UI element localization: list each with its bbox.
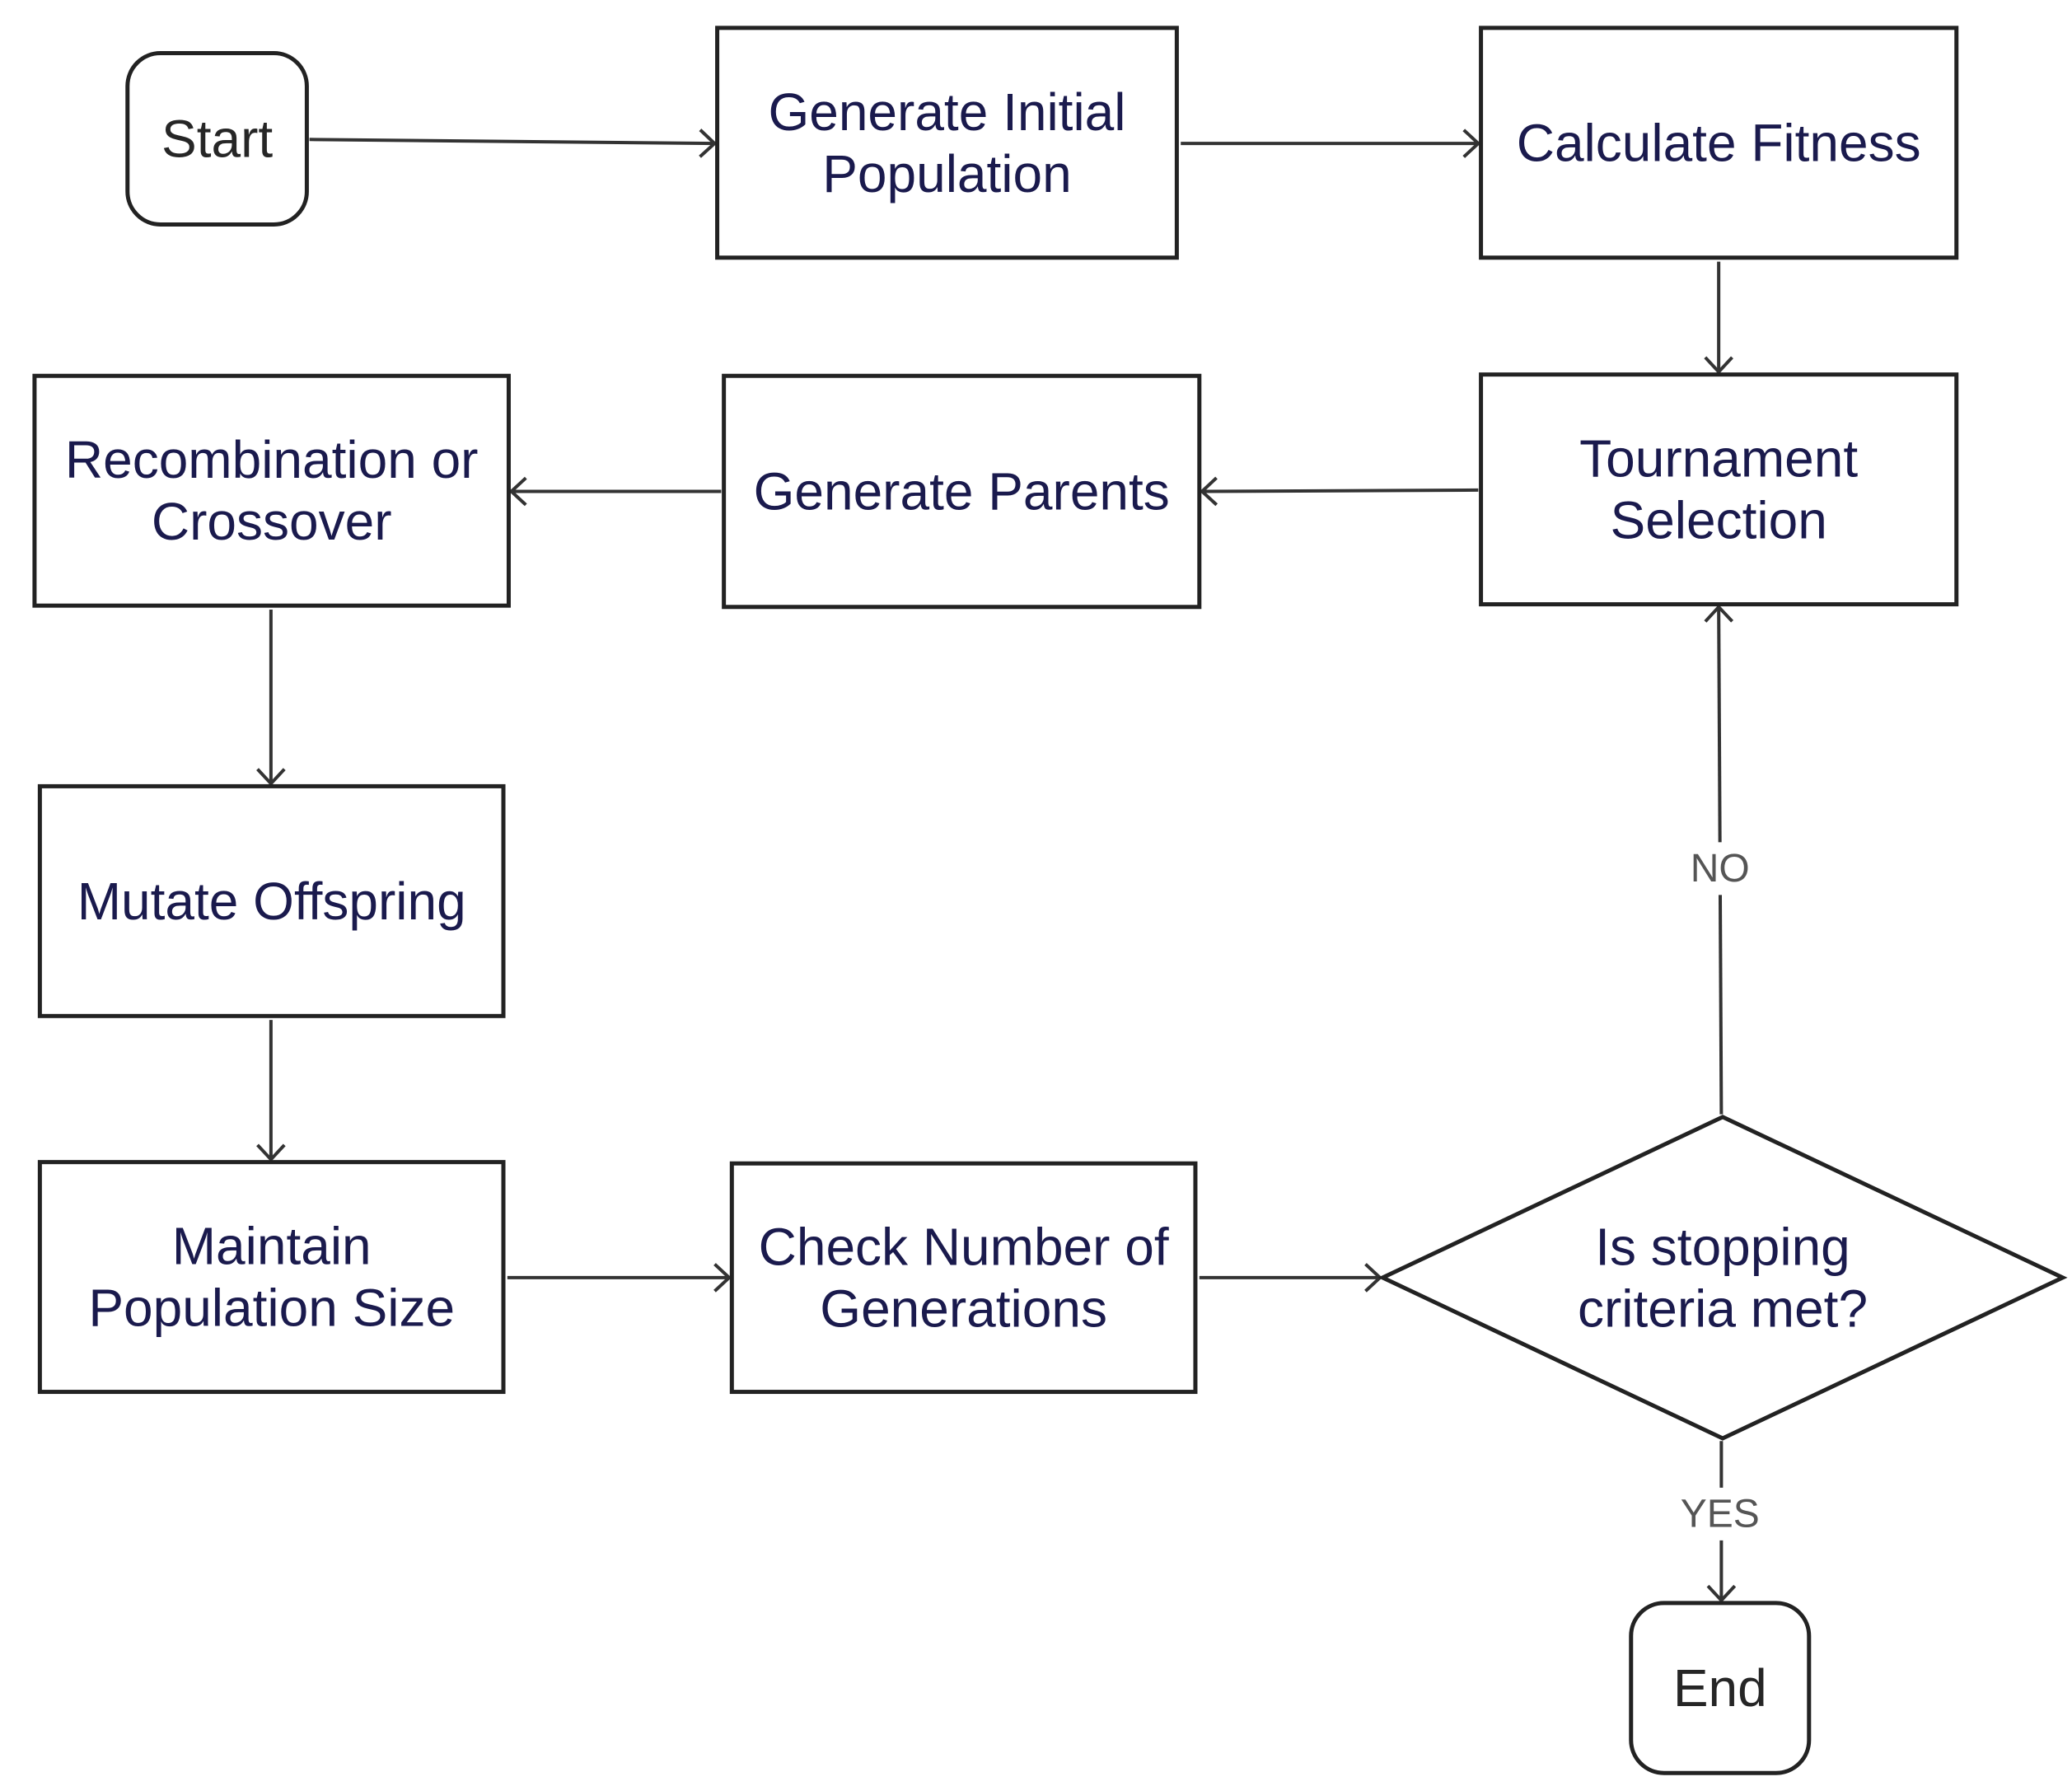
node-label-line: Maintain xyxy=(172,1217,372,1276)
node-start: Start xyxy=(125,50,309,227)
edge-label-background xyxy=(1678,1487,1761,1541)
edge-recombination-or-crossover-to-mutate-offspring xyxy=(256,609,286,787)
node-label-line: Mutate Offspring xyxy=(77,872,466,931)
process-box xyxy=(1479,372,1959,607)
node-label-line: Generations xyxy=(820,1279,1107,1338)
edge-label-background xyxy=(1678,842,1761,895)
node-calculate-fitness: Calculate Fitness xyxy=(1479,26,1959,260)
process-box xyxy=(37,1160,506,1395)
terminal-rounded-box xyxy=(1629,1601,1812,1775)
edge-start-to-generate-initial-population xyxy=(309,129,718,158)
node-label-line: criteria met? xyxy=(1578,1279,1868,1338)
arrowhead-icon xyxy=(713,1263,732,1293)
edge-generate-parents-to-recombination-or-crossover xyxy=(508,476,722,507)
node-label-line: Population Size xyxy=(88,1279,455,1338)
node-end: End xyxy=(1629,1601,1812,1775)
process-box xyxy=(1479,26,1959,260)
edge-label-yes: YES xyxy=(1681,1492,1760,1536)
edges-layer: NO YES xyxy=(256,129,1761,1603)
arrowhead-icon xyxy=(1706,1584,1737,1603)
arrowhead-icon xyxy=(1462,129,1481,158)
edge-stopping-criteria-to-end: YES xyxy=(1678,1441,1761,1603)
node-label-line: Is stopping xyxy=(1595,1217,1850,1276)
edge-calculate-fitness-to-tournament-selection xyxy=(1704,261,1733,375)
node-label-line: Calculate Fitness xyxy=(1517,113,1921,172)
edge-maintain-population-size-to-check-number-of-generations xyxy=(507,1263,732,1293)
node-label-line: End xyxy=(1673,1658,1767,1718)
node-label-line: Selection xyxy=(1611,491,1827,550)
decision-diamond xyxy=(1377,1115,2068,1441)
terminal-rounded-box xyxy=(125,50,309,227)
arrowhead-icon xyxy=(508,476,527,507)
process-box xyxy=(715,26,1179,260)
node-label-line: Generate Initial xyxy=(768,82,1125,142)
edge-tournament-selection-to-generate-parents xyxy=(1200,476,1479,507)
edge-label-no: NO xyxy=(1691,847,1750,891)
node-label-line: Crossover xyxy=(152,492,392,551)
node-generate-parents: Generate Parents xyxy=(722,373,1202,610)
arrowhead-icon xyxy=(256,1143,286,1162)
connector-line xyxy=(1202,488,1479,493)
process-box xyxy=(37,783,506,1018)
node-mutate-offspring: Mutate Offspring xyxy=(37,783,506,1018)
node-label-line: Population xyxy=(822,144,1071,203)
connector-line xyxy=(309,138,715,146)
process-box xyxy=(32,373,511,608)
process-box xyxy=(722,373,1202,610)
edge-generate-initial-population-to-calculate-fitness xyxy=(1181,129,1481,158)
edge-stopping-criteria-to-tournament-selection: NO xyxy=(1678,604,1761,1115)
arrowhead-icon xyxy=(699,129,718,158)
edge-check-number-of-generations-to-stopping-criteria xyxy=(1199,1263,1382,1293)
node-label-line: Check Number of xyxy=(759,1217,1169,1276)
node-label-line: Recombination or xyxy=(65,430,479,489)
arrowhead-icon xyxy=(256,768,286,787)
arrowhead-icon xyxy=(1704,356,1733,375)
arrowhead-icon xyxy=(1200,476,1218,507)
process-box xyxy=(729,1161,1198,1395)
node-label-line: Tournament xyxy=(1579,429,1858,489)
arrowhead-icon xyxy=(1704,604,1734,623)
node-label-line: Generate Parents xyxy=(754,462,1170,521)
node-label-line: Start xyxy=(161,109,273,168)
edge-mutate-offspring-to-maintain-population-size xyxy=(256,1020,286,1162)
